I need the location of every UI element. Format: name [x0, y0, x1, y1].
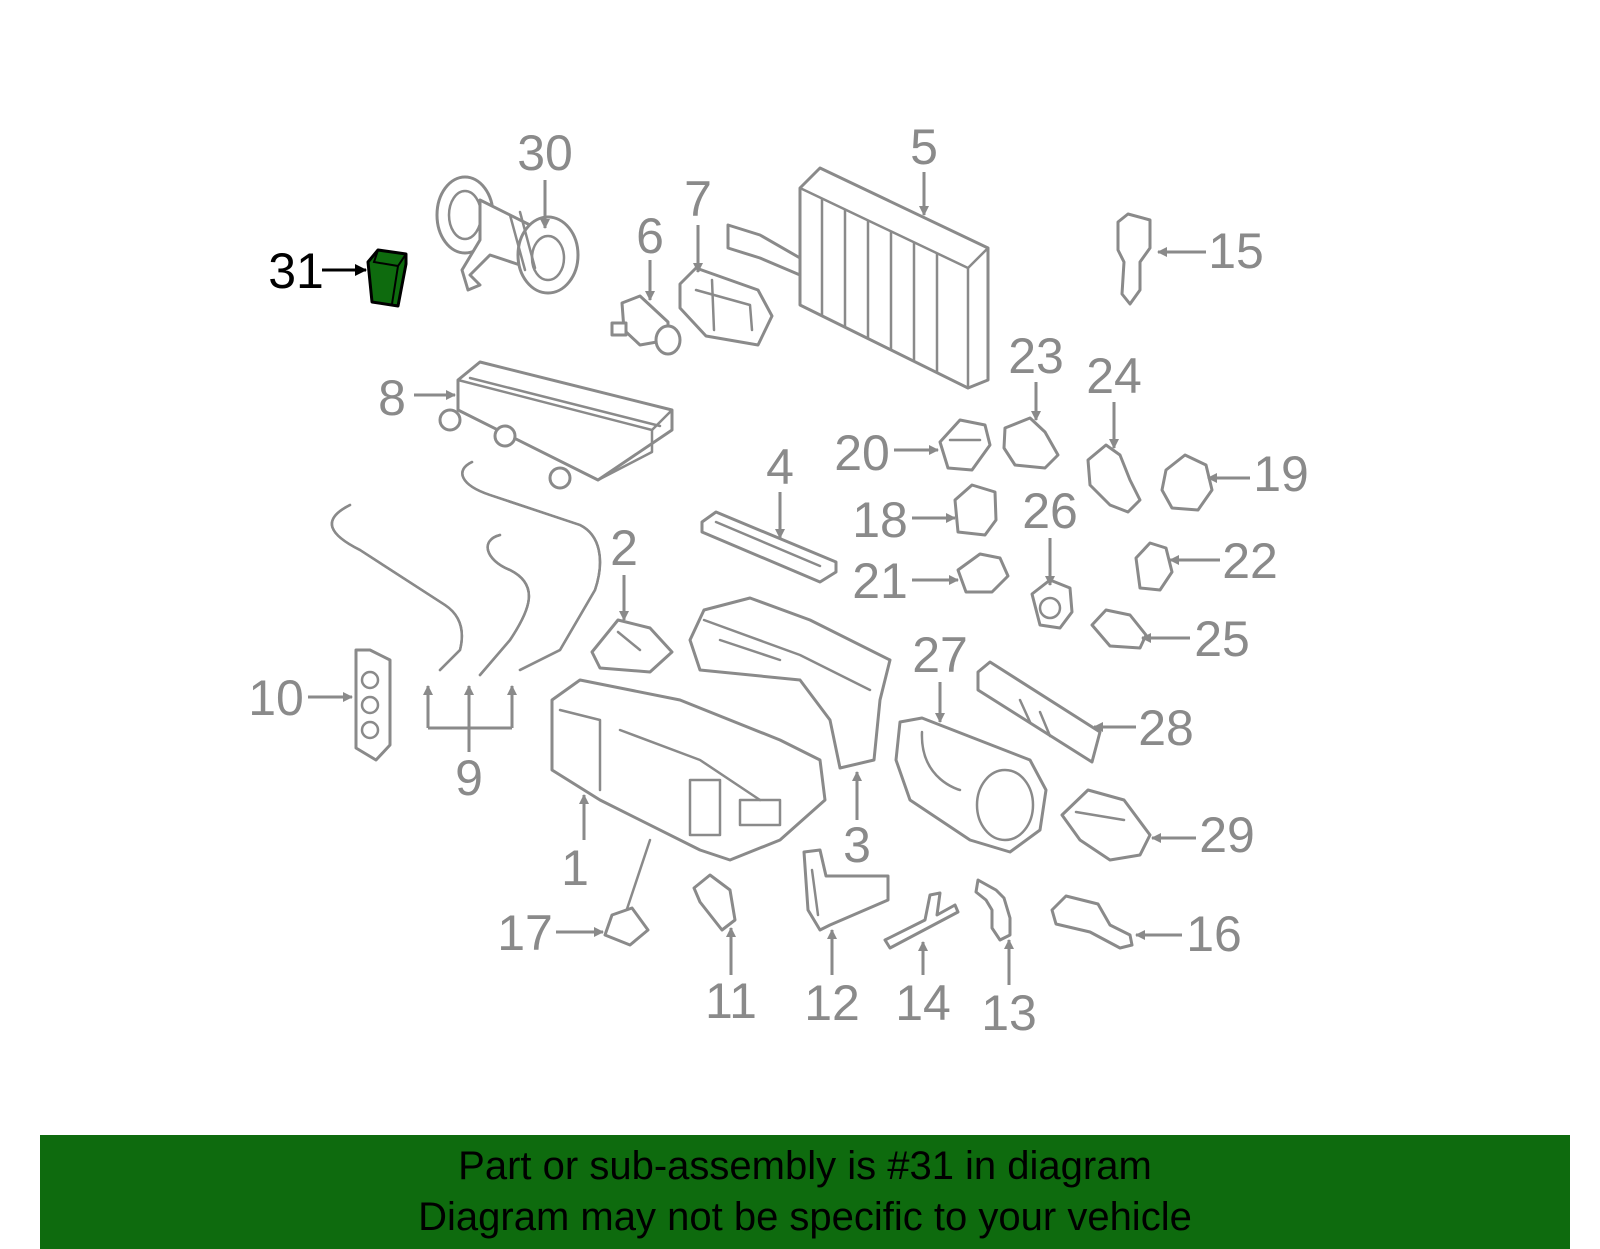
callout-7: 7	[684, 171, 712, 227]
part-18-actuator	[953, 483, 998, 537]
callout-14: 14	[895, 975, 951, 1031]
callout-8: 8	[378, 370, 406, 426]
callout-30: 30	[517, 125, 573, 181]
parts-diagram: 1 2 3 4 5 6 7 8 9 10 11 12 13 14 15 16 1…	[248, 119, 1309, 1041]
callout-12: 12	[804, 975, 860, 1031]
callout-15: 15	[1208, 223, 1264, 279]
part-10-bracket	[354, 648, 392, 762]
callout-21: 21	[852, 553, 908, 609]
callout-29: 29	[1199, 807, 1255, 863]
callout-4: 4	[766, 439, 794, 495]
part-24-actuator	[1086, 443, 1142, 514]
part-2-cover	[590, 618, 674, 674]
callout-19: 19	[1253, 446, 1309, 502]
part-9-hoses	[330, 460, 602, 677]
callout-25: 25	[1194, 611, 1250, 667]
callout-2: 2	[610, 520, 638, 576]
callout-16: 16	[1186, 906, 1242, 962]
callout-3: 3	[843, 817, 871, 873]
callout-17: 17	[497, 905, 553, 961]
part-8-heater-core	[438, 360, 674, 490]
part-4-filter	[700, 510, 838, 584]
part-31-module[interactable]	[366, 248, 408, 308]
part-23-actuator	[1002, 416, 1060, 470]
part-25-actuator	[1090, 608, 1148, 650]
part-28-flap	[976, 660, 1102, 764]
callout-31[interactable]: 31	[268, 243, 324, 299]
part-22-actuator	[1134, 541, 1174, 592]
callout-13: 13	[981, 985, 1037, 1041]
callout-5: 5	[910, 119, 938, 175]
part-7-flap-housing	[678, 266, 774, 347]
part-15-sensor	[1116, 212, 1152, 306]
part-26-actuator	[1030, 578, 1074, 630]
part-13-clip	[974, 878, 1012, 942]
callout-9: 9	[455, 750, 483, 806]
callout-28: 28	[1138, 700, 1194, 756]
callout-26: 26	[1022, 483, 1078, 539]
part-6-valve	[610, 294, 682, 356]
callout-22: 22	[1222, 533, 1278, 589]
callout-27: 27	[912, 627, 968, 683]
callout-20: 20	[834, 425, 890, 481]
callout-24: 24	[1086, 348, 1142, 404]
part-20-actuator	[938, 418, 992, 472]
callout-18: 18	[852, 492, 908, 548]
part-12-bracket	[802, 848, 890, 932]
part-19-actuator	[1160, 453, 1214, 512]
part-17-cable	[603, 838, 652, 947]
part-21-actuator	[956, 552, 1010, 594]
callout-6: 6	[636, 208, 664, 264]
part-1-housing-lower	[550, 678, 827, 862]
part-30-blower-motor	[435, 175, 580, 295]
leader-arrows	[308, 172, 1250, 985]
part-14-rod	[883, 891, 960, 950]
banner-line-1: Part or sub-assembly is #31 in diagram	[458, 1144, 1152, 1188]
part-11-duct	[692, 873, 737, 932]
part-27-blower-housing	[894, 716, 1048, 854]
callout-1: 1	[561, 840, 589, 896]
banner-line-2: Diagram may not be specific to your vehi…	[418, 1195, 1192, 1239]
callout-23: 23	[1008, 328, 1064, 384]
part-29-duct	[1060, 788, 1152, 862]
part-16-sensor	[1050, 894, 1134, 950]
part-5-evaporator	[726, 166, 990, 390]
callout-11: 11	[705, 973, 757, 1029]
info-banner: Part or sub-assembly is #31 in diagram D…	[40, 1135, 1570, 1249]
part-3-housing-upper	[688, 596, 892, 770]
callout-10: 10	[248, 670, 304, 726]
